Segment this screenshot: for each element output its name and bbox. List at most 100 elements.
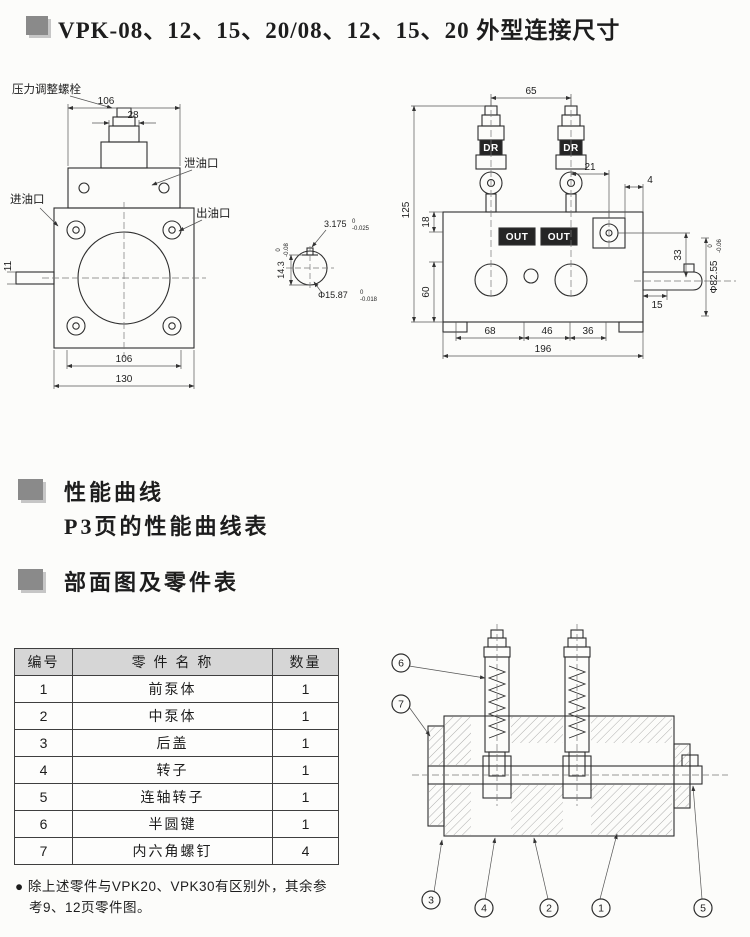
table-row: 7 内六角螺钉 4 (14, 837, 339, 865)
callout-2: 2 (546, 903, 552, 915)
dim-spigot-tol-lower: -0.06 (717, 239, 723, 253)
side-dim-lines (411, 94, 709, 359)
footnote-line2: 考9、12页零件图。 (29, 899, 152, 915)
header-part-no: 编号 (14, 648, 73, 676)
pump-front-outline (15, 107, 195, 349)
dim-diameter-tol-upper: 0 (360, 290, 364, 296)
part-no: 4 (14, 756, 73, 784)
callout-circles (391, 653, 713, 918)
part-no: 1 (14, 675, 73, 703)
out-label-left: OUT (506, 232, 529, 243)
dim-flat-height-label: 14.3 (276, 261, 286, 279)
dim-key-width-label: 3.175 (324, 219, 347, 229)
dim-top-step-label: 18 (421, 216, 432, 228)
front-center-lines (42, 202, 206, 358)
dim-shaft-step-label: 15 (651, 300, 663, 311)
dim-key-tol-lower: -0.025 (352, 226, 370, 232)
performance-title: 性能曲线 (64, 480, 165, 505)
sectional-view-drawing: 6 7 3 4 2 1 5 (391, 624, 728, 918)
dim-bottom-left-label: 68 (484, 326, 496, 337)
part-qty: 4 (272, 837, 339, 865)
section-hatching (429, 717, 689, 835)
dim-port-to-shaft-label: 33 (673, 249, 684, 261)
section-bullet-icon (18, 479, 43, 500)
part-name: 转子 (72, 756, 273, 784)
inlet-port-label: 进油口 (10, 192, 45, 206)
section-springs (487, 665, 587, 739)
section-center-line (412, 624, 728, 806)
pump-side-outline (442, 105, 703, 333)
dim-valve-spacing-label: 65 (525, 86, 537, 97)
dim-port-edge-label: 4 (647, 175, 653, 186)
front-dim-lines (7, 95, 203, 389)
table-row: 5 连轴转子 1 (14, 783, 339, 811)
dim-top-width-label: 106 (98, 96, 115, 107)
side-view-drawing: DR DR OUT OUT 65 21 4 125 18 60 33 Φ82.5… (401, 86, 736, 359)
part-no: 7 (14, 837, 73, 865)
footnote-bullet: ● (15, 879, 24, 894)
performance-subtitle: P3页的性能曲线表 (64, 514, 270, 539)
part-qty: 1 (272, 783, 339, 811)
page-title: VPK-08、12、15、20/08、12、15、20 外型连接尺寸 (58, 18, 621, 43)
callout-1: 1 (598, 903, 604, 915)
front-view-drawing: 压力调整螺栓 泄油口 进油口 出油口 106 28 11 106 130 (3, 82, 231, 389)
table-header-row: 编号 零 件 名 称 数量 (14, 648, 339, 676)
dim-port-offset-label: 21 (584, 162, 596, 173)
callout-4: 4 (481, 903, 487, 915)
section-bullet-icon (26, 16, 48, 35)
side-center-lines (490, 100, 736, 298)
parts-table: 编号 零 件 名 称 数量 1 前泵体 1 2 中泵体 1 3 后盖 1 4 转… (14, 648, 339, 865)
part-no: 5 (14, 783, 73, 811)
part-no: 6 (14, 810, 73, 838)
dim-bottom-mid-label: 46 (541, 326, 553, 337)
part-name: 内六角螺钉 (72, 837, 273, 865)
footnote-line1: 除上述零件与VPK20、VPK30有区别外，其余参 (27, 879, 327, 894)
callout-5: 5 (700, 903, 706, 915)
callout-6: 6 (398, 658, 404, 670)
part-no: 2 (14, 702, 73, 730)
part-name: 前泵体 (72, 675, 273, 703)
table-row: 4 转子 1 (14, 756, 339, 784)
dim-spigot-tol-upper: 0 (708, 244, 714, 248)
dim-valve-width-label: 28 (127, 110, 139, 121)
dim-bottom-step-label: 60 (421, 286, 432, 298)
part-name: 后盖 (72, 729, 273, 757)
dim-bottom-inner-label: 106 (116, 354, 133, 365)
dr-label-right: DR (563, 143, 579, 154)
footnote: ● 除上述零件与VPK20、VPK30有区别外，其余参 考9、12页零件图。 (15, 877, 360, 919)
shaft-detail-drawing: 3.175 0 -0.025 14.3 0 -0.08 Φ15.87 0 -0.… (276, 219, 378, 303)
dim-diameter-tol-lower: -0.018 (360, 297, 378, 303)
shaft-center-lines (286, 246, 334, 290)
outlet-port-label: 出油口 (196, 206, 231, 220)
table-row: 6 半圆键 1 (14, 810, 339, 838)
dim-flat-tol-upper: 0 (276, 248, 282, 252)
part-qty: 1 (272, 810, 339, 838)
part-no: 3 (14, 729, 73, 757)
part-name: 连轴转子 (72, 783, 273, 811)
part-qty: 1 (272, 729, 339, 757)
pressure-bolt-label: 压力调整螺栓 (12, 82, 81, 96)
dim-bottom-outer-label: 130 (116, 374, 133, 385)
dim-bottom-right-label: 36 (582, 326, 594, 337)
parts-section-title: 部面图及零件表 (64, 570, 240, 595)
part-qty: 1 (272, 675, 339, 703)
table-row: 1 前泵体 1 (14, 675, 339, 703)
dim-spigot-dia-label: Φ82.55 (709, 260, 720, 293)
callout-leader-lines (408, 665, 703, 900)
callout-7: 7 (398, 699, 404, 711)
part-qty: 1 (272, 702, 339, 730)
dim-flat-tol-lower: -0.08 (284, 243, 290, 257)
shaft-dim-lines (289, 229, 327, 294)
dim-shaft-width-label: 11 (3, 260, 14, 271)
part-name: 中泵体 (72, 702, 273, 730)
dim-diameter-label: Φ15.87 (318, 290, 348, 300)
dim-total-width-label: 196 (535, 344, 552, 355)
table-row: 2 中泵体 1 (14, 702, 339, 730)
out-label-right: OUT (548, 232, 571, 243)
section-bullet-icon (18, 569, 43, 590)
dr-label-left: DR (483, 143, 499, 154)
drain-port-label: 泄油口 (184, 156, 219, 170)
header-part-name: 零 件 名 称 (72, 648, 273, 676)
part-name: 半圆键 (72, 810, 273, 838)
table-row: 3 后盖 1 (14, 729, 339, 757)
